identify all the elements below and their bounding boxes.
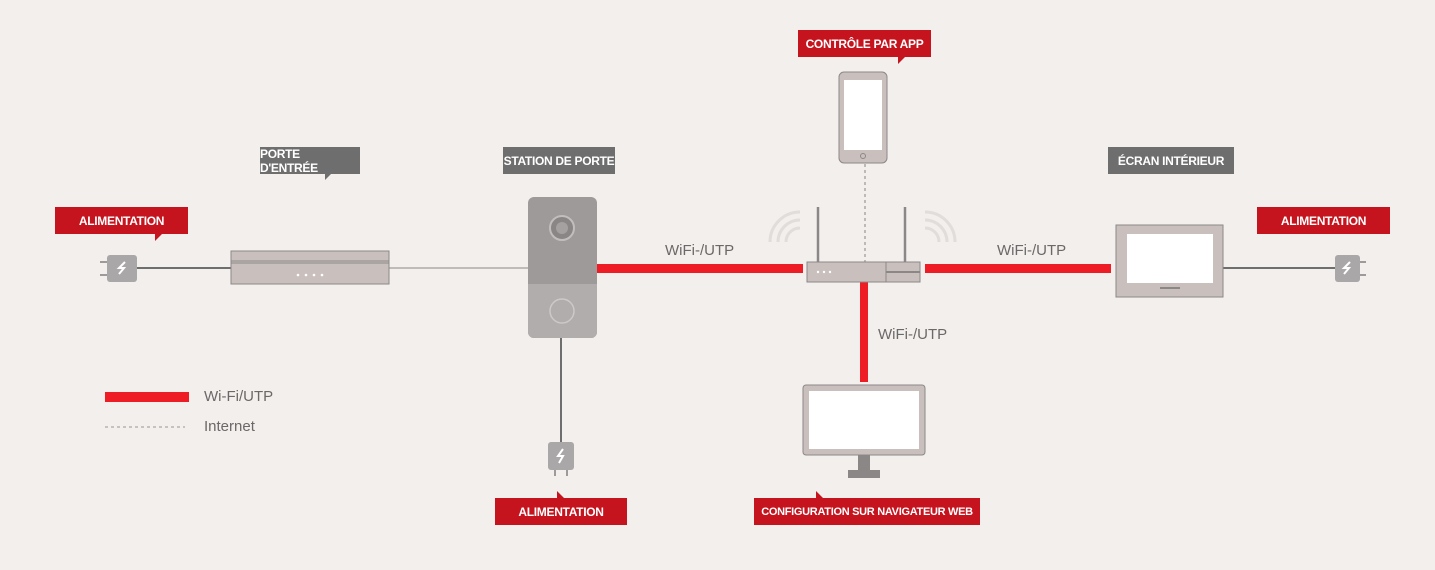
- wifi-utp-link-router-screen: [925, 264, 1111, 273]
- label-door-station: STATION DE PORTE: [503, 147, 615, 174]
- legend-wifi-utp-label: Wi-Fi/UTP: [204, 388, 274, 405]
- router-device: [768, 207, 957, 283]
- door-lock-device: [230, 250, 390, 285]
- link-label-router-pc: WiFi-/UTP: [878, 326, 948, 343]
- link-label-station-router: WiFi-/UTP: [665, 242, 735, 259]
- label-app-control: CONTRÔLE PAR APP: [798, 30, 931, 64]
- label-web-config: CONFIGURATION SUR NAVIGATEUR WEB: [754, 491, 980, 525]
- legend-wifi-utp-swatch: [105, 392, 189, 402]
- wifi-utp-link-station-router: [597, 264, 803, 273]
- label-indoor-screen: ÉCRAN INTÉRIEUR: [1108, 147, 1234, 174]
- label-power-left: ALIMENTATION: [55, 207, 188, 241]
- plug-icon-right: [1335, 255, 1366, 282]
- label-front-door: PORTE D'ENTRÉE: [260, 147, 360, 180]
- label-power-right: ALIMENTATION: [1257, 207, 1390, 234]
- wifi-utp-link-router-pc: [860, 282, 868, 382]
- link-label-router-screen: WiFi-/UTP: [997, 242, 1067, 259]
- pc-monitor-device: [802, 384, 926, 478]
- smartphone-device: [838, 71, 888, 164]
- label-power-right-text: ALIMENTATION: [1280, 213, 1367, 228]
- plug-icon-left: [100, 255, 137, 282]
- plug-icon-bottom: [548, 442, 574, 476]
- door-station-device: [528, 197, 597, 338]
- indoor-screen-device: [1115, 224, 1224, 298]
- legend-internet-label: Internet: [204, 418, 255, 435]
- label-power-bottom: ALIMENTATION: [495, 491, 627, 525]
